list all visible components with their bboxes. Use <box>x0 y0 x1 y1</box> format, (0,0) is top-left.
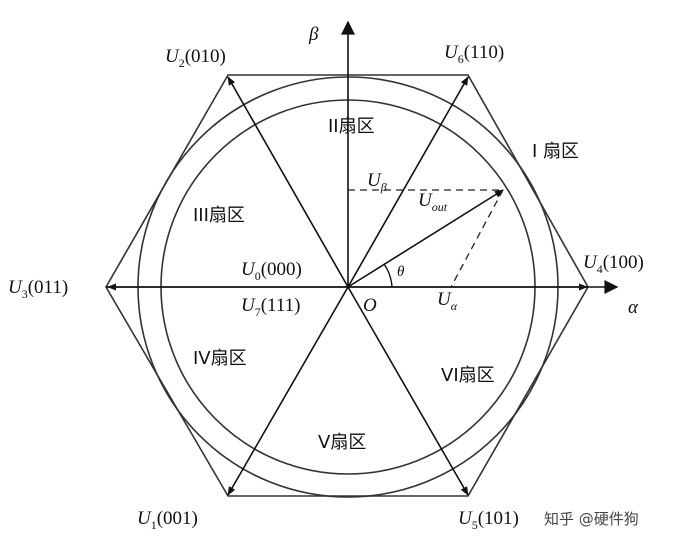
label-u-alpha: Uα <box>437 289 458 313</box>
sector-5-label: V扇区 <box>318 432 366 453</box>
vector-u6 <box>347 76 469 288</box>
beta-axis-label: β <box>308 24 319 45</box>
label-u0: U0(000) <box>241 259 302 283</box>
label-u5: U5(101) <box>458 508 519 532</box>
label-u7: U7(111) <box>241 295 300 319</box>
alpha-axis-label: α <box>628 297 639 318</box>
vector-uout <box>347 189 504 288</box>
label-u6: U6(110) <box>444 42 504 66</box>
vector-u5 <box>347 286 469 496</box>
label-u1: U1(001) <box>137 508 198 532</box>
theta-arc <box>383 263 393 288</box>
label-u2: U2(010) <box>165 46 226 70</box>
watermark: 知乎 @硬件狗 <box>544 510 639 528</box>
origin-label: O <box>363 295 377 316</box>
sector-3-label: III扇区 <box>193 205 245 226</box>
sector-4-label: IV扇区 <box>193 348 247 369</box>
sector-1-label: I 扇区 <box>532 141 579 162</box>
vector-u2 <box>227 76 349 288</box>
label-u4: U4(100) <box>583 252 644 276</box>
theta-label: θ <box>397 264 405 280</box>
sector-6-label: VI扇区 <box>441 365 495 386</box>
label-u-out: Uout <box>418 190 448 214</box>
vector-u1 <box>227 286 349 496</box>
label-u-beta: Uβ <box>367 170 387 194</box>
sector-2-label: II扇区 <box>328 116 375 137</box>
label-u3: U3(011) <box>8 277 68 301</box>
projection-alpha-dashed <box>450 189 504 288</box>
